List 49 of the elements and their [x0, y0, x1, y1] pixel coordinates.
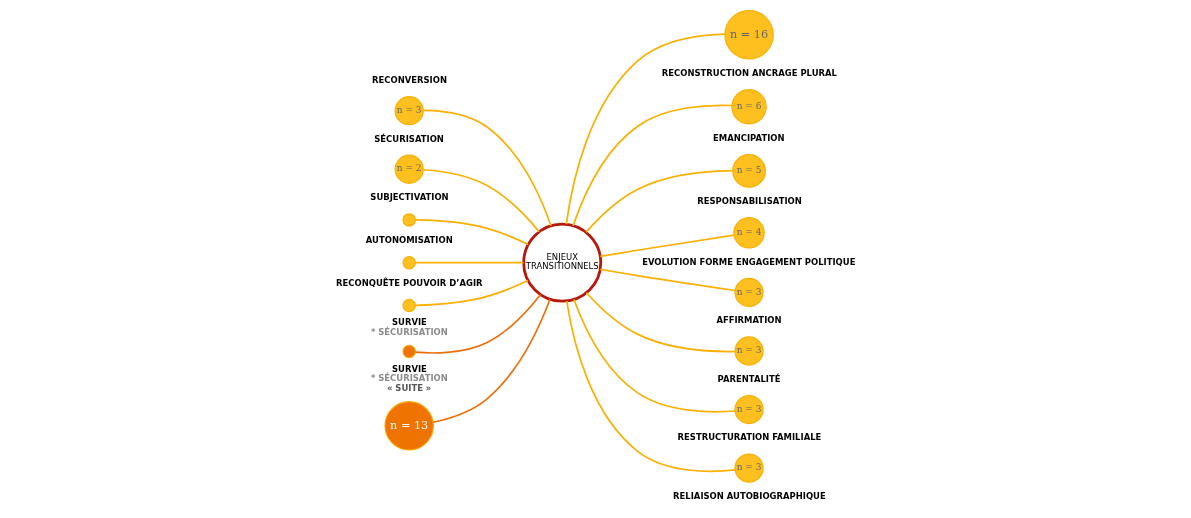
node-label: RESTRUCTURATION FAMILIALE [677, 432, 821, 443]
node-circle: n = 4 [732, 217, 765, 249]
connector [598, 268, 736, 292]
node-circle: n = 3 [733, 336, 764, 366]
connector [414, 261, 524, 264]
connector [421, 168, 540, 233]
node-label: * SÉCURISATION [370, 326, 448, 337]
connector [584, 169, 733, 233]
node-label: SUBJECTIVATION [369, 192, 449, 203]
connector [565, 300, 736, 473]
node-circle: n = 3 [733, 394, 764, 425]
node-circle: n = 13 [383, 401, 434, 451]
node-label: EVOLUTION FORME ENGAGEMENT POLITIQUE [641, 256, 855, 267]
node-label: SURVIE [391, 363, 427, 374]
node-circle: n = 3 [394, 96, 424, 126]
node-circle [401, 344, 416, 359]
node-circle [401, 298, 416, 313]
node-label: PARENTALITÉ [717, 373, 780, 384]
node-label: RECONVERSION [371, 75, 447, 86]
node-label: SÉCURISATION [373, 133, 444, 144]
node-label: « SUITE » [386, 382, 431, 393]
connector [431, 298, 551, 424]
connector [414, 293, 541, 354]
node-circle [401, 213, 416, 227]
node-label: AUTONOMISATION [365, 234, 453, 245]
node-circle [401, 255, 416, 270]
node-circle: n = 16 [723, 10, 774, 60]
connector [414, 219, 529, 246]
connector [599, 234, 735, 258]
node-label: AFFIRMATION [715, 315, 782, 326]
node-circle: ENJEUX TRANSITIONNELS [521, 222, 602, 303]
node-circle: n = 2 [394, 154, 424, 184]
node-label: RESPONSABILISATION [696, 196, 802, 207]
connector [571, 104, 733, 227]
node-label: RECONQUÊTE POUVOIR D’AGIR [335, 277, 483, 288]
connector [414, 279, 529, 307]
node-label: EMANCIPATION [712, 133, 785, 144]
node-circle: n = 3 [733, 453, 764, 483]
node-label: RECONSTRUCTION ANCRAGE PLURAL [661, 67, 837, 78]
node-label: * SÉCURISATION [370, 373, 448, 384]
node-circle: n = 3 [733, 277, 764, 308]
node-circle: n = 5 [731, 154, 766, 188]
connector [564, 33, 726, 225]
connector [421, 109, 552, 227]
connector [585, 291, 736, 353]
connector [572, 298, 736, 413]
node-label: SURVIE [391, 317, 427, 328]
node-circle: n = 6 [730, 89, 767, 125]
node-label: RELIAISON AUTOBIOGRAPHIQUE [672, 490, 826, 501]
